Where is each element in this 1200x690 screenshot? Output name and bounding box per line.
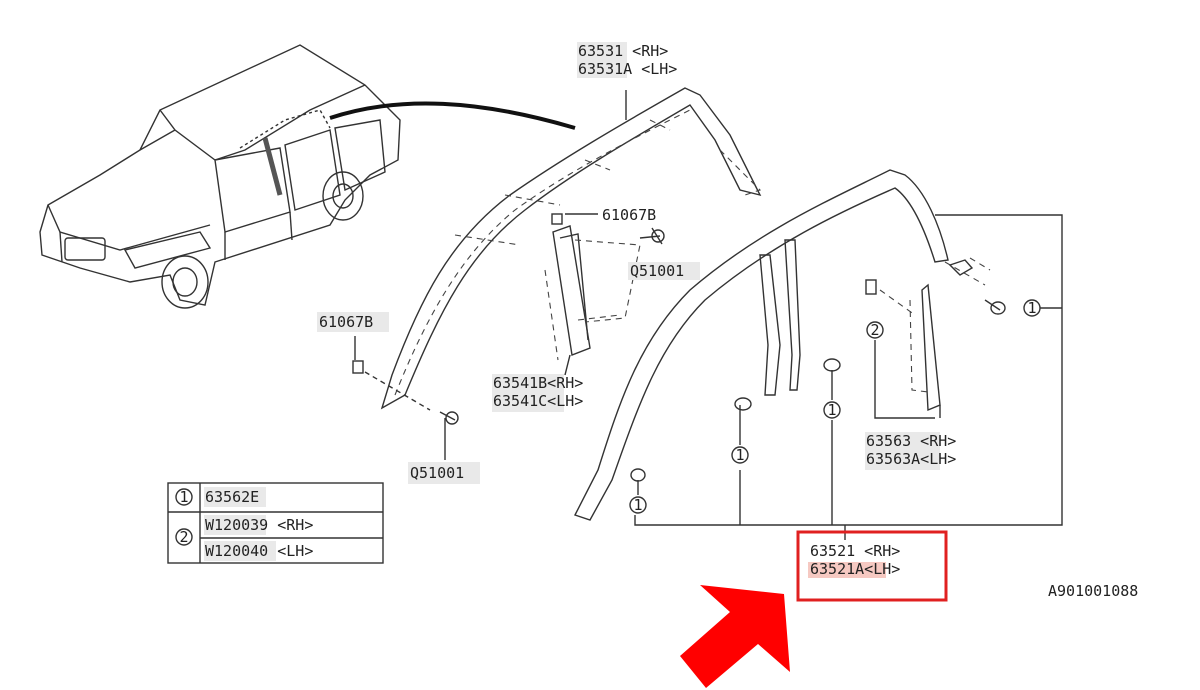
callout-1-d: 1 — [633, 496, 642, 514]
fasteners — [352, 299, 1006, 482]
label-clip-top: 61067B — [602, 206, 656, 224]
upper-molding-part — [380, 87, 762, 410]
label-pillar-trim-rh: 63541B<RH> — [493, 374, 583, 392]
legend-part-w120040: W120040 <LH> — [205, 542, 313, 560]
legend-part-w120039: W120039 <RH> — [205, 516, 313, 534]
pointer-curve — [329, 101, 576, 130]
door-molding-part — [574, 169, 991, 521]
callout-1-c: 1 — [827, 401, 836, 419]
label-screw-bottom: Q51001 — [410, 464, 464, 482]
label-rear-trim-rh: 63563 <RH> — [866, 432, 956, 450]
label-upper-molding-rh: 63531 <RH> — [578, 42, 668, 60]
highlight-box — [796, 530, 948, 602]
legend-key-1: 1 — [179, 488, 188, 506]
label-upper-molding-lh: 63531A <LH> — [578, 60, 677, 78]
pillar-trim-part — [544, 213, 665, 361]
callout-1-a: 1 — [1027, 299, 1036, 317]
callout-1-b: 1 — [735, 446, 744, 464]
legend-table: 1 2 63562E W120039 <RH> W120040 <LH> — [167, 482, 384, 564]
diagram-id: A901001088 — [1048, 582, 1138, 600]
callout-2: 2 — [870, 321, 879, 339]
car-illustration — [39, 44, 401, 309]
label-pillar-trim-lh: 63541C<LH> — [493, 392, 583, 410]
label-door-molding-lh: 63521A<LH> — [810, 560, 900, 578]
label-rear-trim-lh: 63563A<LH> — [866, 450, 956, 468]
red-arrow — [680, 585, 790, 688]
legend-key-2: 2 — [179, 528, 188, 546]
legend-part-63562E: 63562E — [205, 488, 259, 506]
rear-trim-part — [865, 279, 941, 412]
label-screw-top: Q51001 — [630, 262, 684, 280]
part-labels: 63531 <RH> 63531A <LH> 61067B Q51001 610… — [317, 42, 1138, 602]
label-door-molding-rh: 63521 <RH> — [810, 542, 900, 560]
label-clip-left: 61067B — [319, 313, 373, 331]
callout-circles: 1 1 1 1 2 — [629, 299, 1041, 514]
